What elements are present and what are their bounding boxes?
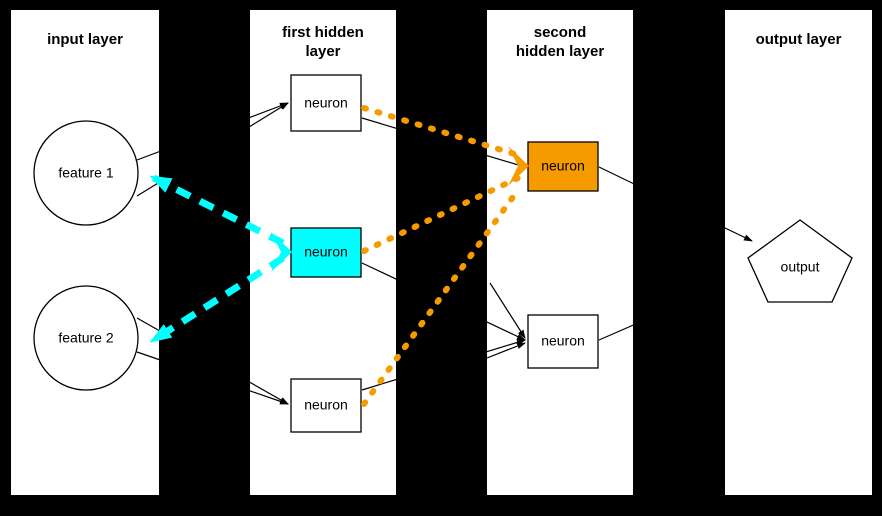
panel-title-second-hidden-layer: second hidden layer xyxy=(487,23,633,61)
panel-title-line: hidden layer xyxy=(515,43,605,60)
panel-title-line: second xyxy=(533,24,587,41)
panel-title-line: first hidden xyxy=(282,24,364,41)
panel-second-hidden-layer: second hidden layer xyxy=(487,10,633,495)
panel-first-hidden-layer: first hidden layer xyxy=(250,10,396,495)
panel-title-input-layer: input layer xyxy=(11,30,159,49)
panel-input-layer: input layer xyxy=(11,10,159,495)
panel-title-first-hidden-layer: first hidden layer xyxy=(250,23,396,61)
panel-output-layer: output layer xyxy=(725,10,872,495)
panel-title-output-layer: output layer xyxy=(725,30,872,49)
panel-title-line: input layer xyxy=(47,31,123,48)
panel-title-line: output layer xyxy=(755,31,842,48)
panel-title-line: layer xyxy=(305,43,341,60)
